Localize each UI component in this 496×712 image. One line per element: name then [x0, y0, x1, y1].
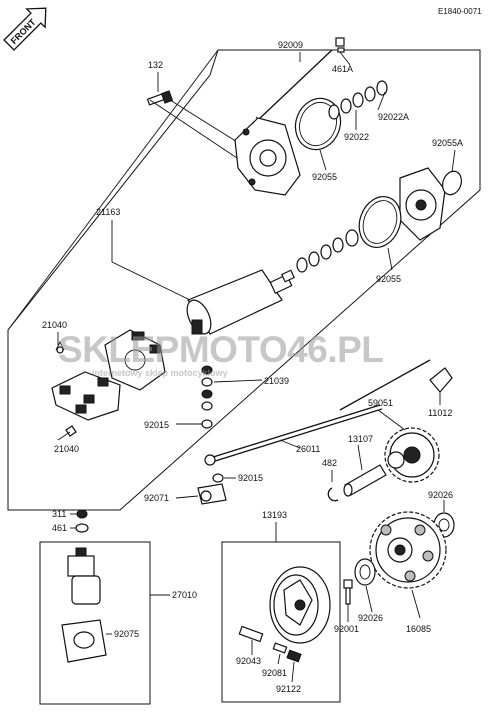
boot-92075: [61, 619, 107, 663]
bolt-132: [146, 90, 174, 106]
part-label-92001: 92001: [334, 624, 359, 634]
long-bolt-92009: [257, 49, 333, 121]
part-label-26011: 26011: [296, 444, 320, 454]
part-label-21039: 21039: [264, 376, 289, 386]
clip-21040-top: [56, 346, 64, 354]
part-label-461a: 461A: [332, 64, 353, 74]
part-label-92055-rear: 92055: [376, 274, 401, 284]
part-label-16085: 16085: [406, 624, 431, 634]
bolt-92001: [343, 579, 353, 605]
brush-assembly: [51, 371, 121, 421]
shaft-13107: [343, 464, 387, 497]
part-label-27010: 27010: [172, 590, 197, 600]
connector-92071: [197, 483, 227, 505]
gear-59051: [384, 427, 440, 483]
upper-cable: [339, 359, 431, 411]
brush-plate: [104, 329, 166, 391]
clutch-box-13193: [221, 541, 341, 703]
part-label-11012: 11012: [428, 408, 452, 418]
shaft-washers: [296, 229, 359, 273]
nut-311: [76, 509, 88, 519]
part-label-92009: 92009: [278, 40, 303, 50]
rear-cover: [399, 167, 446, 241]
part-label-92026-right: 92026: [428, 490, 453, 500]
part-label-92071: 92071: [144, 493, 169, 503]
part-label-311: 311: [52, 509, 66, 519]
part-label-21040-bottom: 21040: [54, 444, 79, 454]
part-label-92055-top: 92055: [312, 172, 337, 182]
washer-461: [75, 523, 89, 533]
part-label-132: 132: [148, 60, 163, 70]
o-ring-92055a: [441, 170, 463, 196]
part-label-92015-right: 92015: [238, 473, 263, 483]
leader-lines: [57, 51, 456, 683]
part-label-92015-left: 92015: [144, 420, 169, 430]
starter-motor-body: [186, 269, 296, 335]
watermark-subtitle: internetowy sklep motocyklowy: [92, 368, 228, 378]
part-label-92022: 92022: [344, 132, 369, 142]
part-label-92075: 92075: [114, 629, 139, 639]
part-label-59051: 59051: [368, 398, 393, 408]
part-label-92022a: 92022A: [378, 112, 409, 122]
part-label-92043: 92043: [236, 656, 261, 666]
circlip-482: [327, 487, 339, 502]
part-label-13193: 13193: [262, 510, 287, 520]
part-label-92122: 92122: [276, 684, 301, 694]
part-label-13107: 13107: [348, 434, 373, 444]
outline-edge: [7, 49, 219, 331]
o-ring-92055-front: [294, 97, 342, 151]
part-label-92055a: 92055A: [432, 138, 463, 148]
clip-21040-bottom: [65, 425, 77, 437]
diagram-code: E1840-0071: [438, 7, 482, 16]
solenoid-27010: [67, 547, 101, 605]
nut-92015: [212, 473, 224, 483]
spring-92081: [272, 642, 288, 654]
part-label-461: 461: [52, 523, 67, 533]
starter-clutch: [269, 566, 331, 644]
small-screw-461a: [335, 37, 345, 47]
part-label-482: 482: [322, 458, 337, 468]
cap-92122: [286, 649, 302, 663]
washer-stack-92022: [328, 80, 388, 120]
part-label-92081: 92081: [262, 668, 287, 678]
front-cover: [234, 117, 301, 196]
watermark: SKLEPMOTO46.PL internetowy sklep motocyk…: [58, 329, 384, 378]
front-arrow: FRONT: [3, 7, 47, 51]
part-label-21163: 21163: [96, 207, 120, 217]
cable-26011: [209, 404, 381, 459]
roller-92043: [238, 625, 264, 643]
gear-16085: [369, 511, 447, 589]
o-ring-92055-rear: [358, 196, 402, 248]
washer-92026-lower: [354, 558, 376, 586]
solenoid-box-27010: [39, 541, 151, 705]
part-label-92026-lower: 92026: [358, 613, 383, 623]
terminal-11012: [429, 367, 453, 393]
watermark-title: SKLEPMOTO46.PL: [58, 329, 383, 370]
part-label-21040-top: 21040: [42, 320, 67, 330]
